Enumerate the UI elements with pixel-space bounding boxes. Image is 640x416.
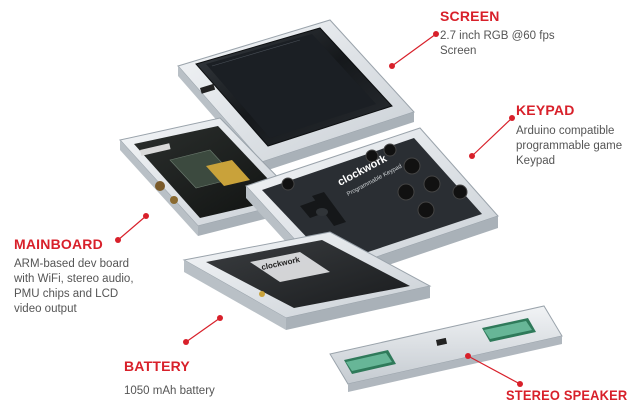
dpad-icon: [300, 192, 346, 226]
screen-desc-line: 2.7 inch RGB @60 fps: [440, 30, 555, 42]
mainboard-desc-line: ARM-based dev board: [14, 258, 130, 270]
callout-dots: [115, 31, 523, 387]
keypad-description: Arduino compatible programmable game Key…: [516, 124, 622, 169]
mainboard-title: MAINBOARD: [14, 236, 103, 252]
keypad-title: KEYPAD: [516, 102, 575, 118]
screen-module: [177, 19, 415, 172]
mainboard-desc-line: with WiFi, stereo audio,: [14, 273, 134, 285]
keypad-desc-line: Keypad: [516, 155, 556, 167]
battery-description: 1050 mAh battery: [124, 384, 215, 399]
mainboard-desc-line: video output: [14, 303, 77, 315]
keypad-desc-line: programmable game: [516, 140, 623, 152]
battery-title: BATTERY: [124, 358, 190, 374]
speaker-module: [329, 305, 563, 392]
callout-lines: [117, 33, 521, 385]
action-buttons-icon: [281, 143, 468, 219]
battery-module: clockwork: [182, 231, 432, 330]
mainboard-description: ARM-based dev board with WiFi, stereo au…: [14, 257, 134, 317]
keypad-desc-line: Arduino compatible: [516, 125, 615, 137]
screen-description: 2.7 inch RGB @60 fps Screen: [440, 29, 555, 59]
battery-desc-line: 1050 mAh battery: [124, 385, 215, 397]
speaker-title: STEREO SPEAKER: [506, 387, 628, 403]
screen-desc-line: Screen: [440, 45, 477, 57]
mainboard-desc-line: PMU chips and LCD: [14, 288, 119, 300]
screen-title: SCREEN: [440, 8, 500, 24]
